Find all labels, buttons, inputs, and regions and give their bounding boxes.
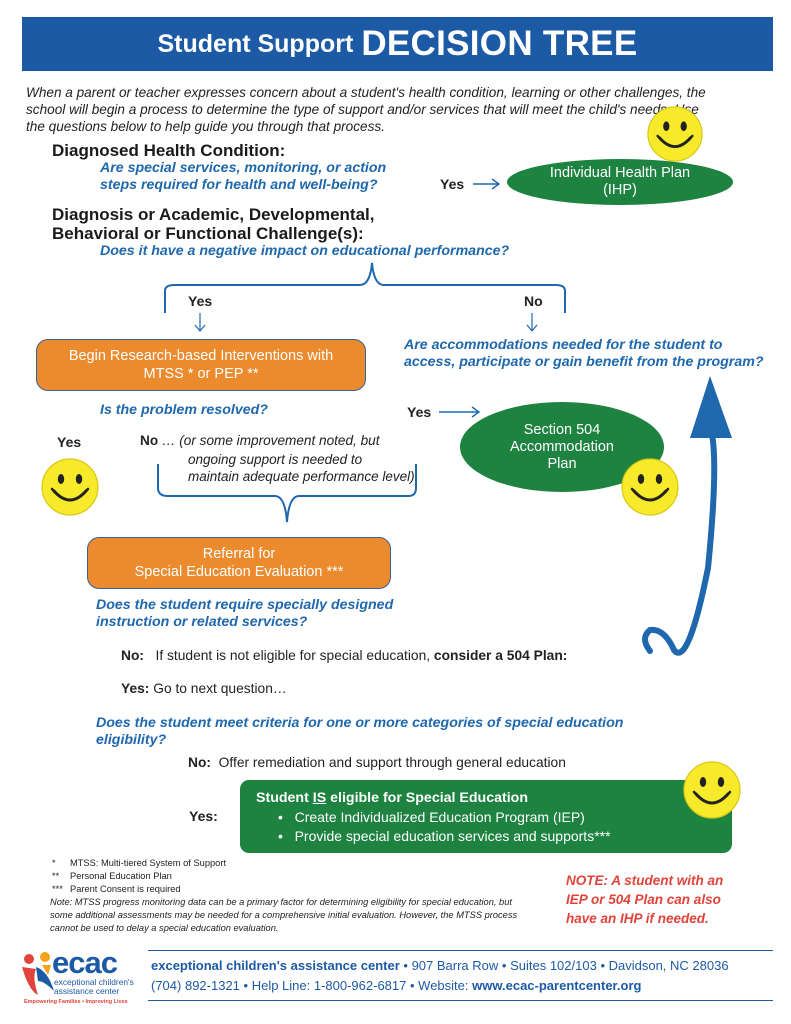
footnote-text: Personal Education Plan [70, 870, 172, 881]
ecac-logo: ecac exceptional children's assistance c… [18, 945, 148, 1015]
eligible-title-b: eligible for Special Education [330, 790, 529, 806]
eligible-title-a: Student [256, 790, 309, 806]
ihp-oval: Individual Health Plan(IHP) [507, 159, 733, 205]
website-label: Website: [418, 978, 469, 993]
referral-label-2: Special Education Evaluation *** [134, 564, 344, 580]
footnote-text: Parent Consent is required [70, 883, 181, 894]
resolved-no-detail-3: maintain adequate performance level) [188, 469, 415, 484]
criteria-no-text: Offer remediation and support through ge… [218, 755, 566, 770]
phone: (704) 892-1321 [151, 978, 240, 993]
criteria-no-label: No: [188, 755, 211, 770]
eligible-box: Student IS eligible for Special Educatio… [240, 780, 732, 853]
accommodations-question-2: access, participate or gain benefit from… [404, 354, 764, 370]
footer-rule [148, 950, 773, 951]
section504-yes-label: Yes [407, 404, 432, 420]
logo-sub-1: exceptional children's [54, 977, 134, 987]
ihp-label-2: (IHP) [603, 182, 637, 198]
eligible-bullet-text: Provide special education services and s… [294, 828, 611, 844]
criteria-yes-label: Yes: [189, 808, 218, 824]
resolved-no-detail-1: … (or some improvement noted, but [158, 433, 380, 448]
branch-yes-label: Yes [188, 293, 213, 309]
criteria-question-2: eligibility? [96, 732, 167, 748]
criteria-no-line: No: Offer remediation and support throug… [188, 755, 566, 770]
no-bracket [157, 464, 417, 523]
footnote-mark: * [52, 858, 56, 868]
logo-word: ecac [52, 945, 118, 980]
org-name: exceptional children's assistance center [151, 958, 400, 973]
resolved-question: Is the problem resolved? [100, 402, 268, 418]
resolved-no-label: No [140, 433, 159, 448]
diagnosed-yes-label: Yes [440, 176, 465, 192]
footer-rule-bottom [148, 1000, 773, 1001]
eligible-bullet-text: Create Individualized Education Program … [294, 809, 585, 825]
footnote-text: MTSS: Multi-tiered System of Support [70, 858, 227, 868]
smiley-face-icon [682, 760, 742, 820]
title-banner: Student Support DECISION TREE [22, 17, 773, 71]
section504-label-3: Plan [547, 455, 577, 472]
arrow-right-icon [473, 178, 501, 190]
specially-designed-question-2: instruction or related services? [96, 614, 308, 630]
referral-label-1: Referral for [202, 546, 276, 562]
challenge-heading-1: Diagnosis or Academic, Developmental, [52, 205, 375, 224]
footnote-mark: *** [52, 883, 63, 894]
footer-line-2: (704) 892-1321 • Help Line: 1-800-962-68… [151, 978, 642, 993]
sd-yes-label: Yes: [121, 681, 150, 696]
resolved-yes-label: Yes [57, 434, 82, 450]
website-link[interactable]: www.ecac-parentcenter.org [472, 978, 642, 993]
address-3: Davidson, NC 28036 [608, 958, 729, 973]
logo-sub-2: assistance center [54, 986, 120, 996]
title-small: Student Support [157, 29, 354, 58]
sd-no-bold: consider a 504 Plan: [433, 648, 568, 663]
interventions-label-1: Begin Research-based Interventions with [68, 348, 334, 364]
ihp-label-1: Individual Health Plan [549, 165, 691, 181]
arrow-right-icon [439, 406, 481, 418]
resolved-no-line: No … (or some improvement noted, but [140, 433, 380, 448]
eligible-bullets: • Create Individualized Education Progra… [278, 808, 611, 846]
red-note: NOTE: A student with an IEP or 504 Plan … [566, 873, 724, 926]
title-large: DECISION TREE [361, 24, 638, 63]
sd-no-label: No: [121, 648, 144, 663]
sd-no-line: No: If student is not eligible for speci… [121, 648, 567, 663]
accommodations-question-1: Are accommodations needed for the studen… [404, 337, 723, 353]
smiley-face-icon [40, 457, 100, 517]
eligible-title-is: IS [312, 790, 327, 806]
logo-tagline: Empowering Families • Improving Lives [24, 999, 128, 1005]
smiley-face-icon [646, 105, 704, 163]
ecac-logo-icon [22, 952, 54, 995]
address-1: 907 Barra Row [411, 958, 499, 973]
resolved-no-detail-2: ongoing support is needed to [188, 452, 363, 467]
eligible-title: Student IS eligible for Special Educatio… [256, 790, 528, 806]
branch-no-label: No [524, 293, 543, 309]
footnote-mark: ** [52, 870, 60, 881]
criteria-question-1: Does the student meet criteria for one o… [96, 715, 624, 731]
address-2: Suites 102/103 [510, 958, 597, 973]
intro-text: When a parent or teacher expresses conce… [26, 85, 706, 134]
section504-label-1: Section 504 [523, 421, 601, 438]
footer-line-1: exceptional children's assistance center… [151, 958, 729, 973]
diagnosed-question-2: steps required for health and well-being… [100, 177, 378, 193]
logo-sub: exceptional children's assistance center [54, 978, 134, 996]
sd-yes-line: Yes: Go to next question… [121, 681, 287, 696]
interventions-label-2: MTSS * or PEP ** [143, 366, 259, 382]
eligible-bullet: • Create Individualized Education Progra… [278, 809, 585, 825]
diagnosed-heading: Diagnosed Health Condition: [52, 141, 286, 160]
sd-no-text: If student is not eligible for special e… [155, 648, 431, 663]
footnote-note: Note: MTSS progress monitoring data can … [50, 897, 518, 933]
impact-question: Does it have a negative impact on educat… [100, 243, 510, 259]
eligible-bullet: • Provide special education services and… [278, 828, 611, 844]
footnote-marks: * ** *** [52, 857, 82, 895]
sd-yes-text: Go to next question… [153, 681, 287, 696]
helpline: Help Line: 1-800-962-6817 [251, 978, 407, 993]
diagnosed-question-1: Are special services, monitoring, or act… [100, 160, 387, 176]
branch-bracket [164, 262, 566, 332]
challenge-heading-2: Behavioral or Functional Challenge(s): [52, 224, 364, 243]
footnote-texts: MTSS: Multi-tiered System of Support Per… [70, 857, 226, 895]
section504-label-2: Accommodation [510, 438, 614, 455]
specially-designed-question-1: Does the student require specially desig… [96, 597, 394, 613]
curved-arrow-up-icon [642, 376, 732, 656]
